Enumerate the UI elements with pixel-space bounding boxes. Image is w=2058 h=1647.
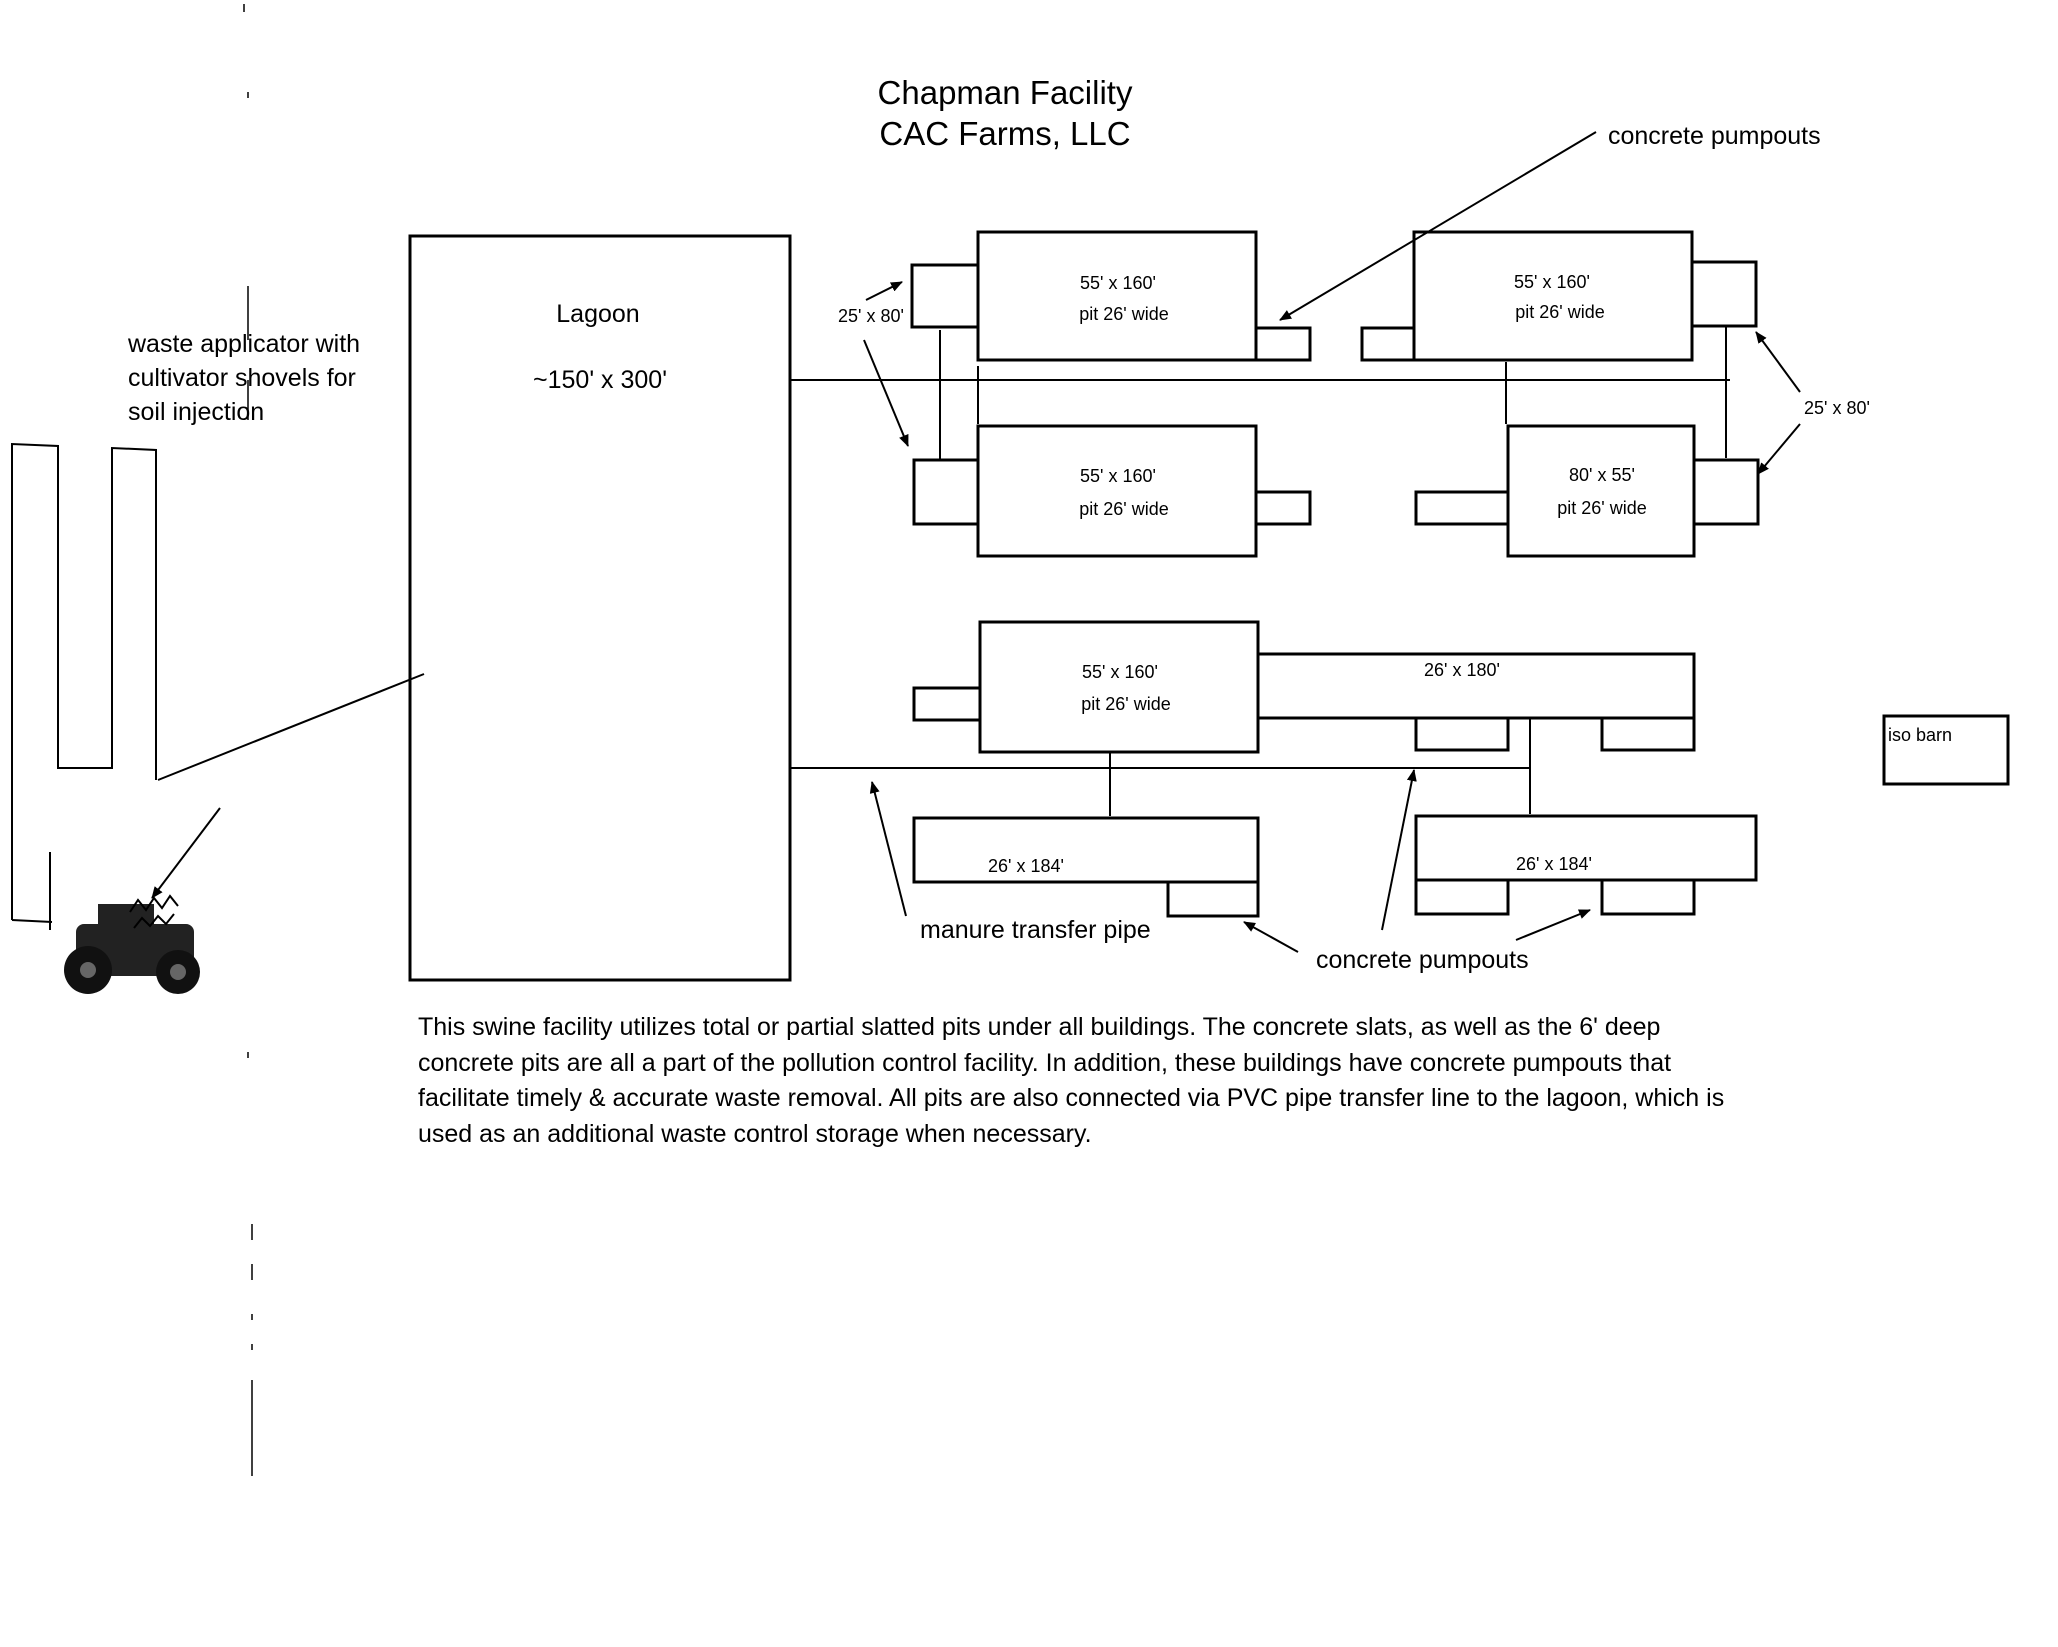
- building-1-pit: pit 26' wide: [1079, 304, 1169, 324]
- annex-arrow-right-1: [1755, 331, 1801, 393]
- building-1-pumpout: [1254, 326, 1312, 362]
- pumpouts-label-bottom: concrete pumpouts: [1316, 946, 1529, 974]
- scan-marks: [243, 4, 253, 1476]
- building-2-size: 55' x 160': [1514, 272, 1590, 292]
- pumpouts-label-top: concrete pumpouts: [1608, 122, 1821, 150]
- title-line-1: Chapman Facility: [878, 74, 1133, 111]
- annex-label-left: 25' x 80': [838, 306, 904, 326]
- building-6-pumpout-2: [1600, 716, 1696, 752]
- building-3-pit: pit 26' wide: [1079, 499, 1169, 519]
- description-line-1: This swine facility utilizes total or pa…: [418, 1013, 1661, 1041]
- building-2-pit: pit 26' wide: [1515, 302, 1605, 322]
- building-2-annex: [1690, 260, 1758, 328]
- lagoon: [408, 234, 792, 982]
- building-4-size: 80' x 55': [1569, 465, 1635, 485]
- building-8-size: 26' x 184': [1516, 854, 1592, 874]
- transfer-pipe-label: manure transfer pipe: [920, 916, 1151, 944]
- building-4-pit: pit 26' wide: [1557, 498, 1647, 518]
- building-4-annex: [1692, 458, 1760, 526]
- tractor-icon: [64, 894, 200, 994]
- building-5: [978, 620, 1260, 754]
- building-5-pit: pit 26' wide: [1081, 694, 1171, 714]
- building-8-pumpout-2: [1600, 878, 1696, 916]
- annex-label-right: 25' x 80': [1804, 398, 1870, 418]
- building-6-size: 26' x 180': [1424, 660, 1500, 680]
- transfer-pipe-arrow: [869, 781, 907, 917]
- field-injection-path: [11, 442, 157, 920]
- iso-barn: [1882, 714, 2010, 786]
- building-7: [912, 816, 1260, 884]
- building-7-pumpout: [1166, 880, 1260, 918]
- building-8-pumpout-1: [1414, 878, 1510, 916]
- applicator-label-line-1: waste applicator with: [127, 330, 360, 358]
- building-2-pumpout: [1360, 326, 1416, 362]
- pumpouts-arrow-top: [1279, 131, 1597, 321]
- building-6: [1256, 652, 1696, 720]
- title-line-2: CAC Farms, LLC: [879, 115, 1130, 152]
- annex-arrow-left-2: [863, 339, 909, 447]
- annex-arrow-left-1: [865, 281, 903, 301]
- description-line-3: facilitate timely & accurate waste remov…: [418, 1084, 1725, 1112]
- lagoon-to-applicator-line: [157, 673, 425, 781]
- building-4-pumpout: [1414, 490, 1510, 526]
- pumpouts-arrow-bottom-3: [1515, 909, 1591, 941]
- lagoon-label: Lagoon: [556, 300, 639, 328]
- building-4: [1506, 424, 1696, 558]
- field-edge: [11, 919, 53, 923]
- building-1: [976, 230, 1258, 362]
- building-3-annex: [912, 458, 980, 526]
- description-line-2: concrete pits are all a part of the poll…: [418, 1048, 1672, 1077]
- pumpouts-arrow-bottom-2: [1381, 769, 1417, 931]
- facility-description: This swine facility utilizes total or pa…: [418, 1010, 1878, 1152]
- applicator-arrow: [151, 807, 221, 899]
- building-2: [1412, 230, 1694, 362]
- lagoon-size: ~150' x 300': [533, 366, 667, 394]
- building-5-size: 55' x 160': [1082, 662, 1158, 682]
- building-3-pumpout: [1254, 490, 1312, 526]
- applicator-label-line-2: cultivator shovels for: [128, 364, 356, 392]
- building-5-pumpout: [912, 686, 982, 722]
- building-3: [976, 424, 1258, 558]
- annex-arrow-right-2: [1757, 423, 1801, 475]
- description-line-4: used as an additional waste control stor…: [418, 1119, 1092, 1148]
- manure-transfer-pipe-network: [790, 326, 1730, 816]
- pumpouts-arrow-bottom-1: [1243, 921, 1299, 953]
- building-3-size: 55' x 160': [1080, 466, 1156, 486]
- building-1-size: 55' x 160': [1080, 273, 1156, 293]
- building-1-annex: [910, 263, 980, 329]
- applicator-label-line-3: soil injection: [128, 398, 264, 426]
- iso-barn-label: iso barn: [1888, 725, 1952, 745]
- building-7-size: 26' x 184': [988, 856, 1064, 876]
- building-6-pumpout-1: [1414, 716, 1510, 752]
- building-8: [1414, 814, 1758, 882]
